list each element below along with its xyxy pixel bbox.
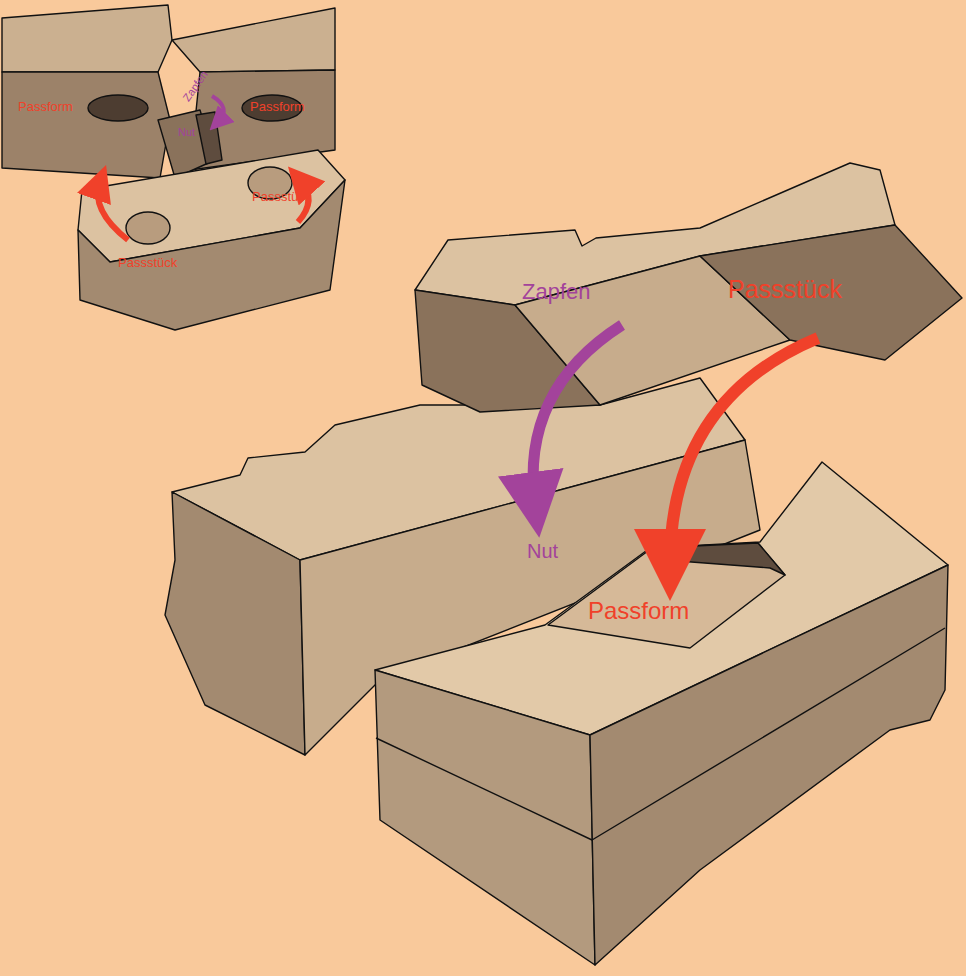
- part-label: Nut: [178, 126, 195, 138]
- part-label: Passstück: [252, 190, 311, 204]
- part-label: Passstück: [118, 256, 177, 270]
- part-label: Passform: [18, 100, 73, 114]
- part-label: Zapfen: [522, 280, 591, 304]
- part-label: Nut: [527, 540, 558, 562]
- part-label: Passform: [250, 100, 305, 114]
- part-label: Passstück: [728, 276, 842, 304]
- part-label: Passform: [588, 598, 689, 624]
